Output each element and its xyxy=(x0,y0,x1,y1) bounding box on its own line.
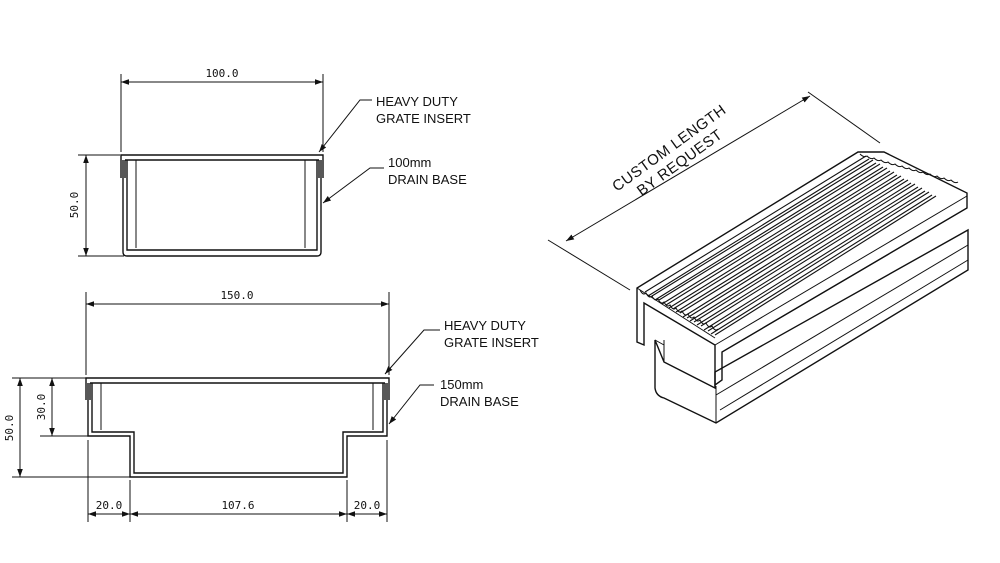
callout-base-150-line2: DRAIN BASE xyxy=(440,394,519,409)
drain-base-body[interactable] xyxy=(654,228,969,424)
isometric-view: CUSTOM LENGTH BY REQUEST xyxy=(547,91,969,424)
height-dimension-30: 30.0 xyxy=(35,394,48,421)
step-dimension-left: 20.0 xyxy=(96,499,123,512)
callout-grate-100-line1: HEAVY DUTY xyxy=(376,94,458,109)
grate-insert-profile-150 xyxy=(85,377,390,400)
grate-insert-body[interactable] xyxy=(636,151,968,387)
custom-length-dimension-line xyxy=(565,95,811,242)
step-dimension-right: 20.0 xyxy=(354,499,381,512)
section-view-150mm: 150.0 50.0 30.0 20.0 107.6 20.0 HEAVY DU… xyxy=(3,289,539,522)
callout-grate-150-line2: GRATE INSERT xyxy=(444,335,539,350)
callout-base-100-line2: DRAIN BASE xyxy=(388,172,467,187)
center-dimension: 107.6 xyxy=(221,499,254,512)
grate-ridges xyxy=(644,155,937,336)
callout-grate-150-line1: HEAVY DUTY xyxy=(444,318,526,333)
callout-base-100-line1: 100mm xyxy=(388,155,431,170)
grate-insert-profile-100 xyxy=(120,154,324,178)
drain-base-profile-150 xyxy=(87,383,388,478)
callout-base-150-line1: 150mm xyxy=(440,377,483,392)
callout-grate-100-line2: GRATE INSERT xyxy=(376,111,471,126)
width-dimension-100: 100.0 xyxy=(205,67,238,80)
section-view-100mm: 100.0 50.0 HEAVY DUTY GRATE INSERT 100mm… xyxy=(68,67,471,257)
height-dimension-50-top: 50.0 xyxy=(68,192,81,219)
width-dimension-150: 150.0 xyxy=(220,289,253,302)
height-dimension-50-bottom: 50.0 xyxy=(3,415,16,442)
drain-base-profile-100 xyxy=(122,160,322,257)
